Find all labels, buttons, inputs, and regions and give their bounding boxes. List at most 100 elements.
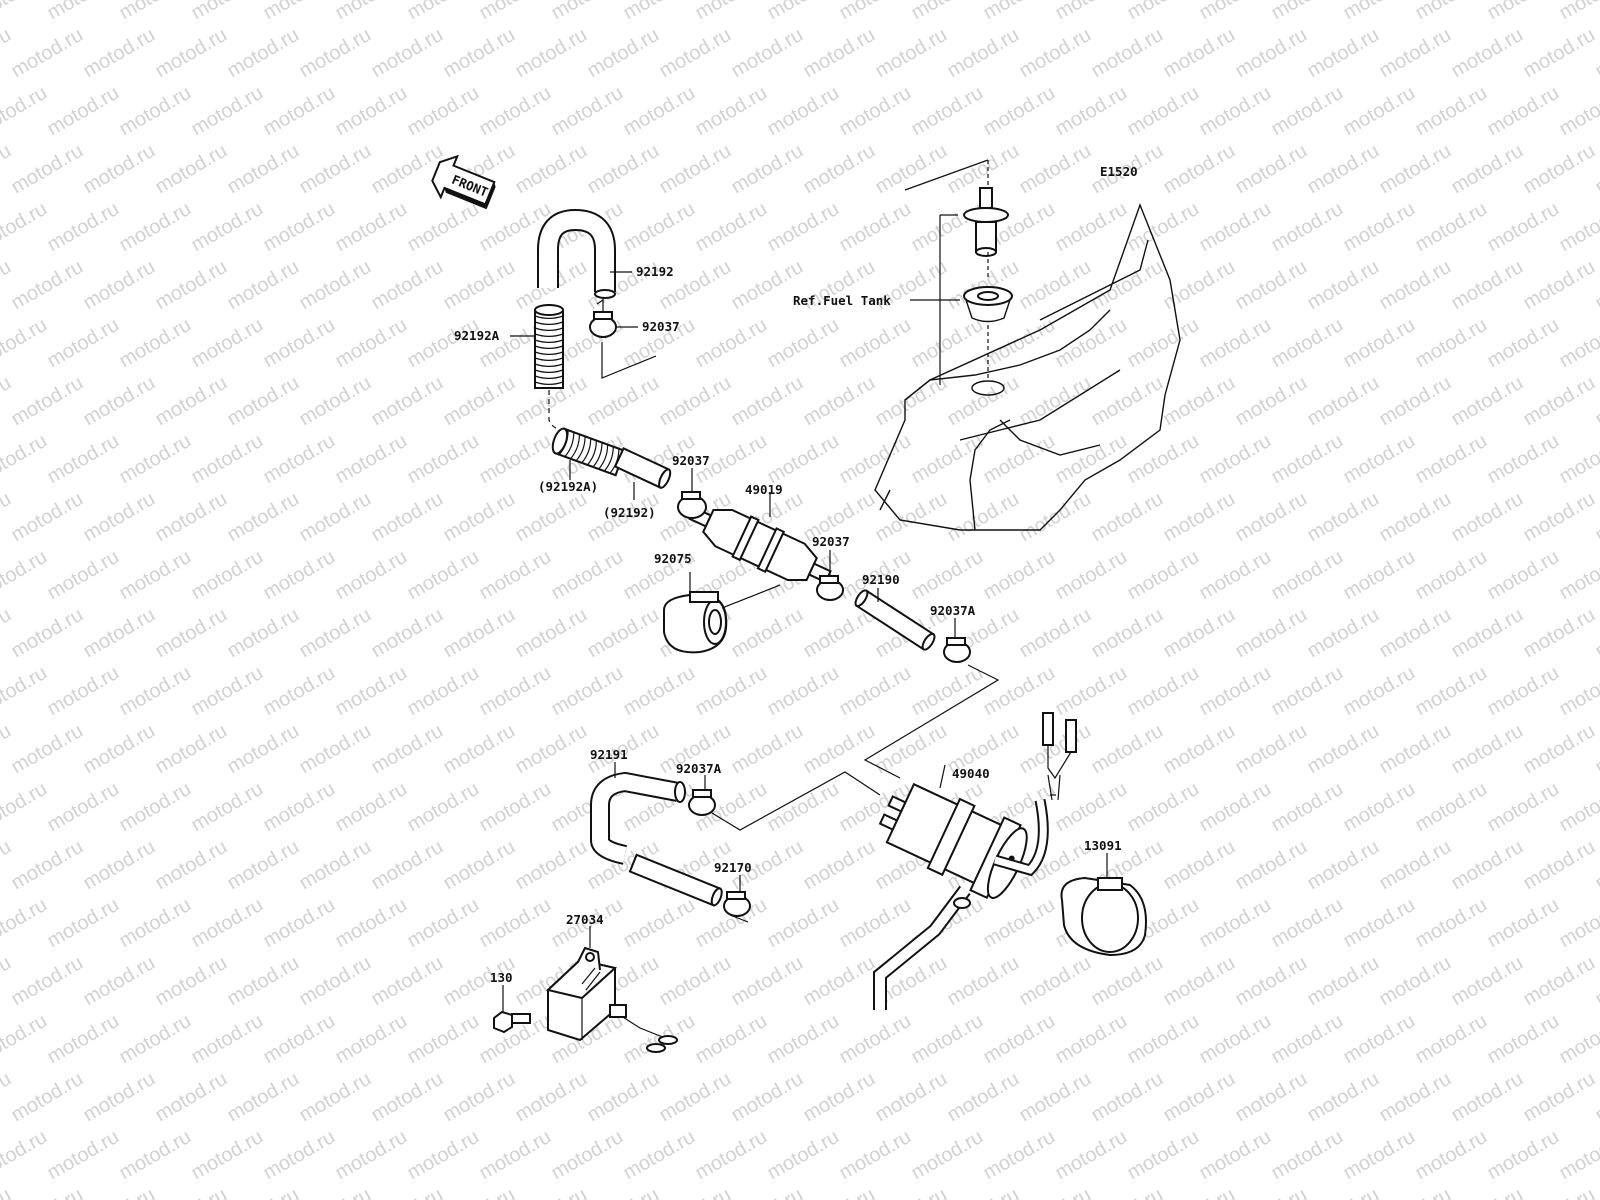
watermark-text: motod.ru [1376,488,1455,547]
watermark-text: motod.ru [368,1068,447,1127]
relay-27034 [545,946,618,1042]
watermark-text: motod.ru [368,24,447,83]
watermark-text: motod.ru [584,1068,663,1127]
watermark-text: motod.ru [1340,1010,1419,1069]
watermark-text: motod.ru [1340,778,1419,837]
watermark-text: motod.ru [44,1010,123,1069]
watermark-text: motod.ru [152,836,231,895]
watermark-text: motod.ru [368,720,447,779]
watermark-text: motod.ru [1412,894,1491,953]
watermark-text: motod.ru [692,662,771,721]
watermark-text: motod.ru [296,720,375,779]
watermark-text: motod.ru [368,952,447,1011]
front-arrow-icon: FRONT [431,154,496,210]
watermark-text: motod.ru [1412,82,1491,141]
watermark-text: motod.ru [1484,662,1563,721]
watermark-text: motod.ru [1124,198,1203,257]
watermark-text: motod.ru [944,488,1023,547]
watermark-text: motod.ru [1520,24,1599,83]
watermark-text: motod.ru [620,662,699,721]
watermark-text: motod.ru [1484,430,1563,489]
watermark-text: motod.ru [980,82,1059,141]
watermark-text: motod.ru [80,24,159,83]
watermark-text: motod.ru [1268,778,1347,837]
watermark-text: motod.ru [152,372,231,431]
watermark-text: motod.ru [1412,430,1491,489]
watermark-text: motod.ru [1556,430,1600,489]
watermark-text: motod.ru [1268,662,1347,721]
watermark-text: motod.ru [800,720,879,779]
watermark-text: motod.ru [1160,836,1239,895]
watermark-text: motod.ru [260,82,339,141]
watermark-text: motod.ru [0,546,51,605]
watermark-text: motod.ru [332,546,411,605]
watermark-text: motod.ru [440,604,519,663]
watermark-text: motod.ru [152,720,231,779]
watermark-text: motod.ru [764,662,843,721]
watermark-text: motod.ru [1196,1126,1275,1185]
watermark-text: motod.ru [512,1068,591,1127]
hose-short-92192 [613,447,672,489]
clamp-92170 [723,891,751,917]
watermark-text: motod.ru [260,0,339,24]
watermark-text: motod.ru [656,1068,735,1127]
watermark-text: motod.ru [1196,430,1275,489]
watermark-text: motod.ru [1160,1068,1239,1127]
watermark-text: motod.ru [440,488,519,547]
watermark-text: motod.ru [620,894,699,953]
watermark-text: motod.ru [440,372,519,431]
part-label-p-92192-top: 92192 [636,264,674,279]
watermark-text: motod.ru [440,24,519,83]
watermark-text: motod.ru [620,1126,699,1185]
watermark-text: motod.ru [8,24,87,83]
watermark-text: motod.ru [368,836,447,895]
watermark-text: motod.ru [836,0,915,24]
watermark-text: motod.ru [872,1068,951,1127]
watermark-text: motod.ru [728,952,807,1011]
watermark-text: motod.ru [1448,488,1527,547]
watermark-text: motod.ru [764,430,843,489]
watermark-text: motod.ru [152,1068,231,1127]
watermark-text: motod.ru [1304,1184,1383,1200]
spring-coil [558,430,569,456]
watermark-text: motod.ru [260,314,339,373]
watermark-text: motod.ru [1160,372,1239,431]
watermark-text: motod.ru [1340,1126,1419,1185]
watermark-text: motod.ru [1304,24,1383,83]
watermark-text: motod.ru [44,778,123,837]
watermark-text: motod.ru [728,604,807,663]
watermark-text: motod.ru [1520,604,1599,663]
watermark-text: motod.ru [224,1184,303,1200]
watermark-text: motod.ru [332,1126,411,1185]
watermark-text: motod.ru [0,662,51,721]
spring-coil [534,381,564,385]
watermark-text: motod.ru [1268,894,1347,953]
watermark-text: motod.ru [8,720,87,779]
watermark-text: motod.ru [1268,546,1347,605]
spring-coil [534,345,564,349]
watermark-text: motod.ru [764,894,843,953]
watermark-text: motod.ru [0,198,51,257]
watermark-text: motod.ru [152,952,231,1011]
watermark-text: motod.ru [584,1184,663,1200]
watermark-text: motod.ru [476,1126,555,1185]
watermark-text: motod.ru [224,1068,303,1127]
watermark-text: motod.ru [404,1010,483,1069]
watermark-text: motod.ru [296,488,375,547]
watermark-text: motod.ru [1124,1010,1203,1069]
watermark-text: motod.ru [8,488,87,547]
watermark-text: motod.ru [152,604,231,663]
watermark-text: motod.ru [728,1184,807,1200]
watermark-text: motod.ru [440,720,519,779]
watermark-text: motod.ru [80,604,159,663]
part-label-p-92192-paren: (92192) [603,505,656,520]
watermark-text: motod.ru [80,720,159,779]
watermark-text: motod.ru [512,720,591,779]
watermark-text: motod.ru [8,1184,87,1200]
watermark-text: motod.ru [116,662,195,721]
watermark-text: motod.ru [800,140,879,199]
watermark-text: motod.ru [1340,198,1419,257]
watermark-text: motod.ru [1232,952,1311,1011]
